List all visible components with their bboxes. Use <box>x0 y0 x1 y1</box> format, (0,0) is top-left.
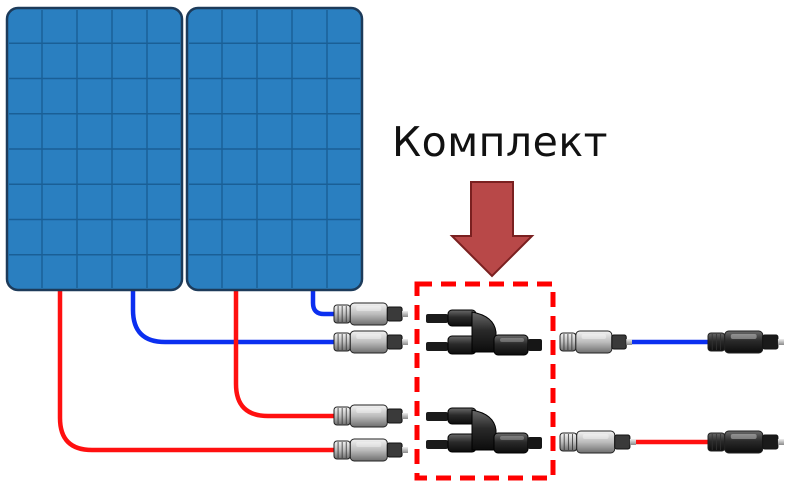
mc4-connector-icon <box>707 330 784 354</box>
negative-cable-panel2 <box>310 290 338 317</box>
kit-highlight-box <box>414 281 556 481</box>
mc4-connector-icon <box>559 330 632 354</box>
negative-cable-panel1 <box>130 290 338 345</box>
solar-panel-icon <box>5 6 184 292</box>
kit-label: Комплект <box>392 118 609 166</box>
connectors <box>333 302 784 462</box>
mc4-connector-icon <box>333 330 408 354</box>
mc4-connector-icon <box>707 430 784 454</box>
mc4-connector-icon <box>333 438 408 462</box>
solar-panels <box>5 6 364 292</box>
positive-cable-panel1 <box>57 290 338 453</box>
mc4-connector-icon <box>333 404 408 428</box>
cables <box>57 290 712 453</box>
down-arrow-icon <box>449 181 535 278</box>
solar-panel-icon <box>185 6 364 292</box>
y-branch-connector-positive-icon <box>426 407 542 454</box>
mc4-connector-icon <box>559 430 636 454</box>
y-branch-connector-negative-icon <box>426 309 542 356</box>
positive-cable-panel2 <box>233 290 338 419</box>
mc4-connector-icon <box>333 302 408 326</box>
